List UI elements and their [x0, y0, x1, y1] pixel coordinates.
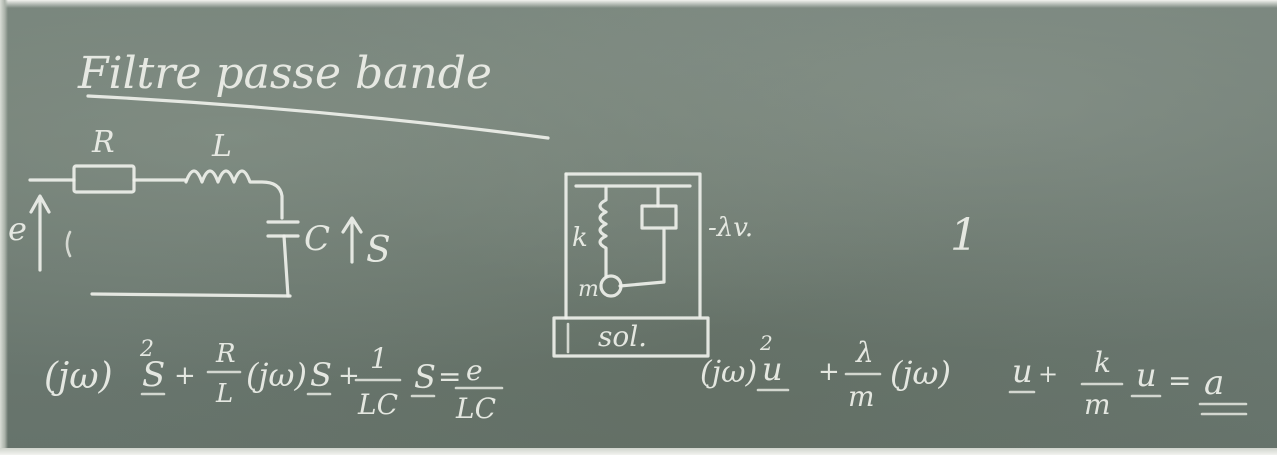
mass-symbol [599, 274, 623, 298]
damper-label: -λv. [708, 213, 753, 243]
resistor-symbol [72, 164, 136, 194]
output-label: S [366, 230, 391, 271]
eq-left-coef1-den: L [215, 379, 233, 409]
eq-left-coef2-num: 1 [370, 342, 388, 375]
eq-left-coef1-num: R [215, 339, 236, 369]
eq-right-part4: u [1012, 352, 1033, 390]
title-underline [86, 94, 550, 140]
mass-label: m [578, 277, 599, 302]
eq-left-equals: = [438, 360, 461, 393]
eq-left-rhs-den: LC [455, 392, 496, 425]
page-number: 1 [950, 210, 978, 261]
resistor-label: R [91, 125, 115, 160]
eq-right-coef1-den: m [848, 380, 875, 413]
eq-right-sup1: 2 [759, 331, 773, 355]
eq-right-coef2-num: k [1094, 346, 1111, 379]
eq-left-part3: (jω) [246, 356, 307, 394]
eq-left-sup1: 2 [139, 337, 154, 362]
eq-right-rhs: a [1204, 363, 1224, 403]
inductor-symbol [184, 169, 284, 220]
output-arrow [341, 216, 363, 264]
equation-right: (jω) 2 u + λ m (jω) u + k m u = a [700, 331, 1248, 421]
eq-left-rhs-num: e [466, 354, 483, 387]
inductor-label: L [211, 129, 232, 164]
input-arrow [29, 194, 51, 272]
eq-right-part3: (jω) [890, 354, 951, 392]
photo-edge-bottom [0, 448, 1277, 455]
wire-bottom [90, 292, 292, 298]
eq-right-equals: = [1168, 364, 1191, 397]
eq-right-coef1-num: λ [855, 336, 874, 369]
rlc-circuit: R L C S e [8, 125, 391, 298]
eq-right-part1: (jω) [700, 355, 757, 390]
ground-block [552, 316, 710, 358]
frame-top-right [564, 172, 702, 318]
eq-right-part5: u [1136, 356, 1157, 394]
damper-rod-bottom [618, 228, 666, 288]
eq-left-plus2: + [338, 361, 360, 391]
eq-left-part2: S [142, 355, 165, 395]
spring-symbol [598, 186, 608, 278]
equation-left: (jω) 2 S + R L (jω) S + 1 LC S = e LC [44, 337, 504, 425]
eq-right-plus1: + [818, 357, 840, 387]
eq-left-plus1: + [174, 361, 196, 391]
input-label: e [8, 210, 27, 248]
photo-edge-left [0, 0, 8, 455]
ground-label: sol. [598, 320, 647, 353]
eq-right-part2: u [762, 350, 783, 388]
eq-right-double-underline [1198, 402, 1248, 416]
wire-cap-down [282, 234, 290, 298]
title-text: Filtre passe bande [77, 48, 492, 99]
mechanical-system: k -λv. m sol. [552, 172, 753, 358]
spring-label: k [572, 223, 588, 253]
eq-right-plus2: + [1038, 360, 1058, 388]
damper-symbol [640, 204, 678, 230]
eq-right-coef2-den: m [1084, 388, 1111, 421]
eq-left-coef2-den: LC [357, 388, 398, 421]
eq-left-part4: S [310, 356, 332, 394]
eq-left-part5: S [414, 358, 436, 396]
photo-edge-top [0, 0, 1277, 8]
capacitor-label: C [304, 219, 330, 259]
eq-left-part1: (jω) [44, 356, 113, 397]
wire-input-fragment [65, 230, 72, 258]
